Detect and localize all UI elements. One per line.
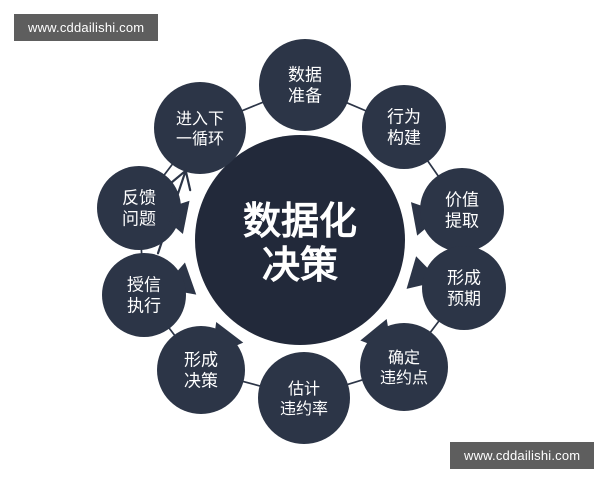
node-shouxin-zhixing-label-line2: 执行 [127,297,161,317]
cycle-nodes: 数据准备行为构建价值提取形成预期确定违约点估计违约率形成决策授信执行反馈问题进入… [97,39,506,444]
connector-node-jinru-xiayixunhuan-to-node-shuju-zhunbei [239,100,266,113]
node-fankui-wenti-label-line1: 反馈 [122,189,156,209]
node-xingcheng-yuqi-label-line1: 形成 [447,269,481,289]
node-xingcheng-juece-label-line2: 决策 [184,372,218,392]
watermark-top: www.cddailishi.com [14,14,159,41]
center-circle-group[interactable]: 数据化 决策 [195,135,405,345]
node-xingwei-goujian-label-line2: 构建 [387,129,421,149]
node-queding-weiyuedian-label-line2: 违约点 [380,368,428,387]
node-queding-weiyuedian-circle[interactable] [360,323,448,411]
cycle-restart-arrow-barb-1 [184,169,192,192]
node-fankui-wenti-circle[interactable] [97,166,181,250]
node-jinru-xiayixunhuan-circle[interactable] [154,82,246,174]
cycle-restart-arrow-shaft [156,169,187,255]
connector-node-xingcheng-yuqi-to-node-queding-weiyuedian [428,319,441,335]
node-jinru-xiayixunhuan-label-line2: 一循环 [176,129,224,148]
node-shouxin-zhixing-circle[interactable] [102,253,186,337]
connector-node-queding-weiyuedian-to-node-guji-weiyuelv [345,378,365,386]
cycle-restart-arrow [156,169,192,255]
node-jiazhi-tiqu-circle[interactable] [420,168,504,252]
node-xingcheng-yuqi-circle[interactable] [422,246,506,330]
node-shuju-zhunbei-label-line2: 准备 [288,87,322,107]
node-guji-weiyuelv-circle[interactable] [258,352,350,444]
node-shuju-zhunbei-circle[interactable] [259,39,351,131]
node-guji-weiyuelv-label-line1: 估计 [288,379,320,398]
node-fankui-wenti-label-line2: 问题 [122,210,156,230]
connector-node-xingwei-goujian-to-node-jiazhi-tiqu [426,158,440,179]
connector-lines [140,100,464,388]
node-jinru-xiayixunhuan-label-line1: 进入下 [176,109,224,128]
node-xingcheng-juece-label-line1: 形成 [184,351,218,371]
node-xingwei-goujian-label-line1: 行为 [387,108,421,128]
connector-node-guji-weiyuelv-to-node-xingcheng-juece [240,380,263,388]
node-shuju-zhunbei-label-line1: 数据 [288,66,322,86]
connector-node-fankui-wenti-to-node-jinru-xiayixunhuan [162,162,175,178]
node-queding-weiyuedian-label-line1: 确定 [388,348,420,367]
node-jiazhi-tiqu-label-line2: 提取 [445,212,479,232]
cycle-restart-arrow-barb-2 [169,169,187,185]
connector-node-xingcheng-juece-to-node-shouxin-zhixing [167,325,177,338]
node-jiazhi-tiqu-label-line1: 价值 [445,191,479,211]
node-xingcheng-juece-circle[interactable] [157,326,245,414]
center-circle[interactable] [195,135,405,345]
node-shouxin-zhixing-label-line1: 授信 [127,276,161,296]
node-guji-weiyuelv-label-line2: 违约率 [280,399,328,418]
connector-node-shuju-zhunbei-to-node-xingwei-goujian [344,101,369,113]
node-xingcheng-yuqi-label-line2: 预期 [447,290,481,310]
watermark-bottom: www.cddailishi.com [450,442,595,469]
node-xingwei-goujian-circle[interactable] [362,85,446,169]
